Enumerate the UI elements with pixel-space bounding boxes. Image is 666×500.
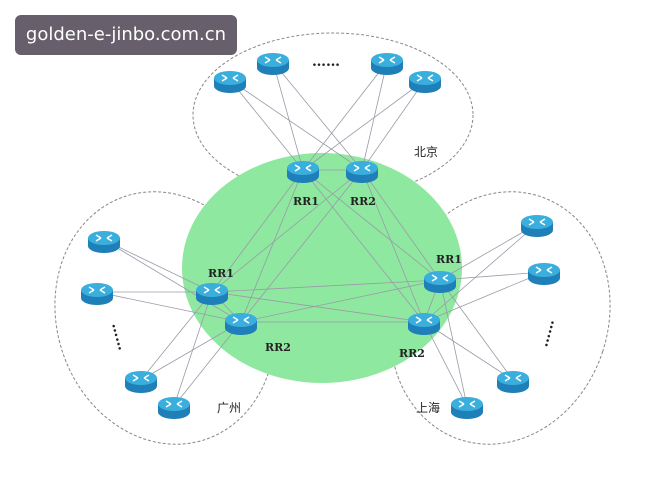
shanghai-rr2-label: RR2 [399,347,425,360]
router-icon [124,370,158,394]
shanghai-rr2-router-icon [407,312,441,336]
guangzhou-rr1-label: RR1 [208,267,234,280]
links [96,61,545,407]
shanghai-more-indicator: …… [541,319,564,350]
beijing-rr2-router-icon [345,160,379,184]
router-icon [496,370,530,394]
router-icon [370,52,404,76]
shanghai-label: 上海 [416,400,440,415]
router-icon [87,230,121,254]
router-icon [157,396,191,420]
shanghai-rr1-router-icon [423,270,457,294]
guangzhou-rr2-label: RR2 [265,341,291,354]
guangzhou-label: 广州 [217,401,241,415]
beijing-rr2-label: RR2 [350,195,376,208]
router-icon [408,70,442,94]
router-icon [213,70,247,94]
router-icon [520,214,554,238]
router-icon [256,52,290,76]
guangzhou-rr2-router-icon [224,312,258,336]
beijing-rr1-label: RR1 [293,195,319,208]
watermark-badge: golden-e-jinbo.com.cn [15,15,237,55]
beijing-rr1-router-icon [286,160,320,184]
beijing-more-indicator: …… [312,54,340,70]
router-icon [450,396,484,420]
router-icon [527,262,561,286]
beijing-label: 北京 [414,145,438,159]
router-icon [80,282,114,306]
guangzhou-rr1-router-icon [195,282,229,306]
guangzhou-more-indicator: …… [108,321,131,352]
shanghai-rr1-label: RR1 [436,253,462,266]
